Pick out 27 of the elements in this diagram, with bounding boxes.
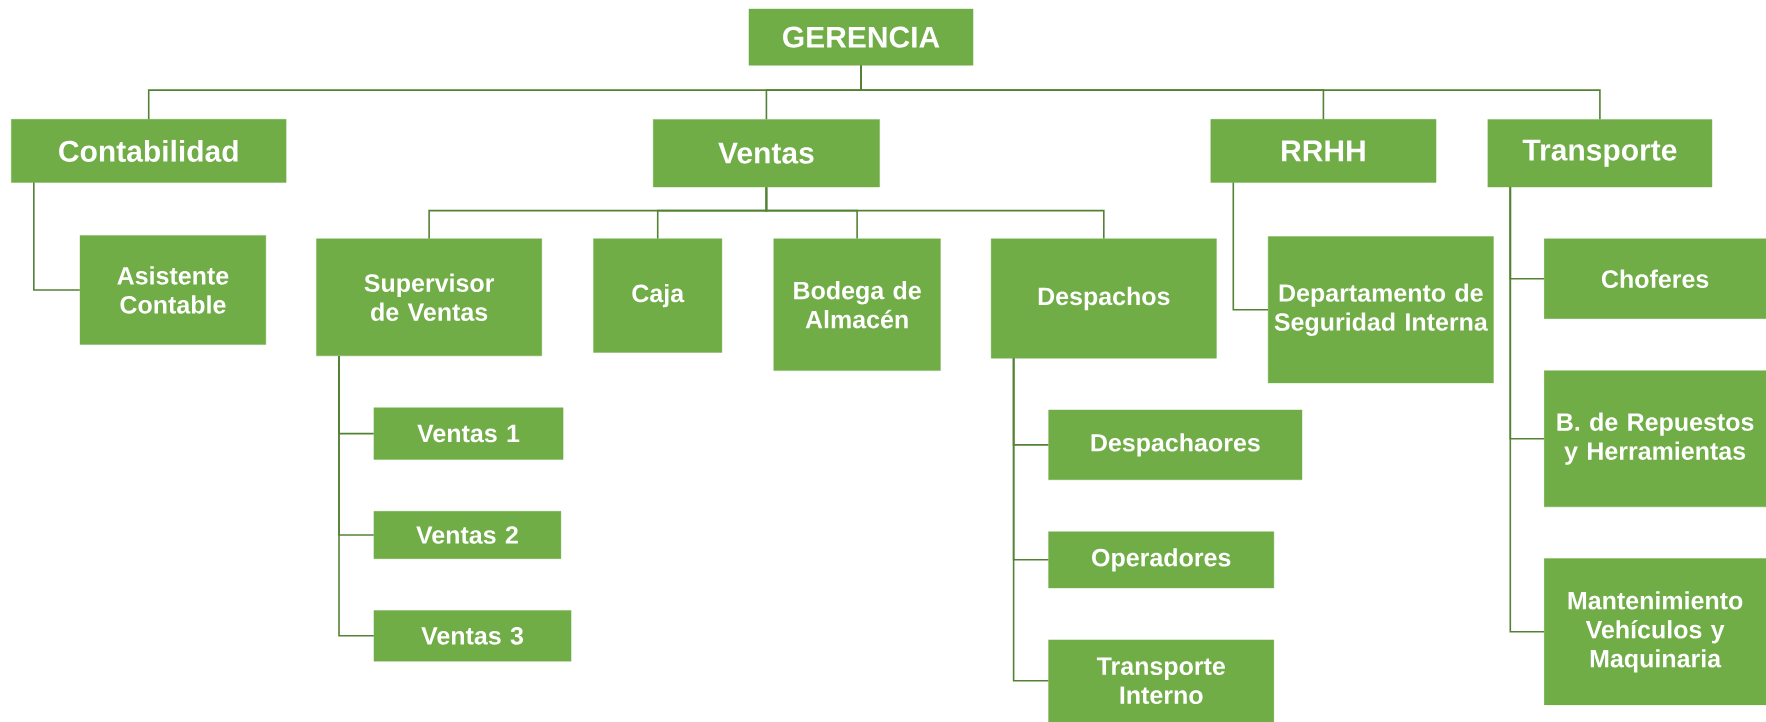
org-box: Choferes bbox=[1543, 238, 1766, 319]
org-box: Ventas 3 bbox=[373, 610, 572, 662]
org-box: Supervisor de Ventas bbox=[316, 238, 542, 357]
connector-line bbox=[338, 355, 375, 637]
org-box: Ventas 2 bbox=[373, 511, 562, 559]
org-box: Mantenimiento Vehículos y Maquinaria bbox=[1543, 558, 1766, 706]
org-box: Contabilidad bbox=[11, 119, 287, 183]
org-box: Transporte Interno bbox=[1048, 639, 1275, 722]
connector-line bbox=[860, 64, 1601, 120]
org-box: Operadores bbox=[1048, 531, 1275, 589]
org-box: Ventas 1 bbox=[373, 407, 564, 460]
connector-line bbox=[765, 186, 1105, 240]
connector-line bbox=[1012, 357, 1050, 682]
org-box: Despachaores bbox=[1048, 409, 1303, 480]
org-box: Asistente Contable bbox=[79, 235, 266, 345]
org-box: GERENCIA bbox=[748, 8, 974, 66]
org-box: Departamento de Seguridad Interna bbox=[1267, 236, 1494, 384]
org-box: Transporte bbox=[1487, 119, 1713, 188]
connector-line bbox=[1232, 181, 1269, 311]
connector-line bbox=[1509, 186, 1545, 633]
org-box: RRHH bbox=[1210, 119, 1437, 183]
org-box: Caja bbox=[593, 238, 723, 353]
org-box: B. de Repuestos y Herramientas bbox=[1543, 370, 1766, 508]
org-box: Despachos bbox=[990, 238, 1217, 359]
org-box: Ventas bbox=[653, 119, 880, 188]
org-box: Bodega de Almacén bbox=[773, 238, 941, 371]
connector-line bbox=[33, 181, 81, 291]
